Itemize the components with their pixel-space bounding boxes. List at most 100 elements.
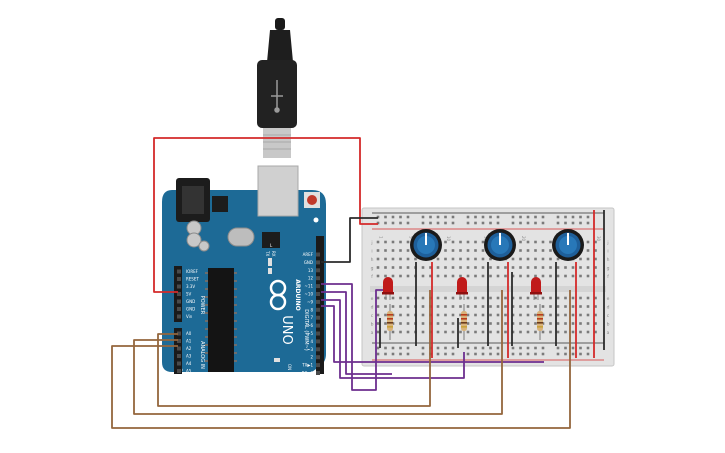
usb-cable xyxy=(257,18,297,158)
red-led[interactable] xyxy=(456,277,468,300)
row-letter: d xyxy=(371,305,374,311)
pin-label: ~6 xyxy=(307,323,313,328)
resistor[interactable] xyxy=(461,304,467,340)
pin-label: ~5 xyxy=(307,331,313,336)
row-letter: i xyxy=(371,249,372,255)
row-letter: i xyxy=(607,249,608,255)
pin-label: GND xyxy=(186,299,195,304)
pin-socket[interactable] xyxy=(316,371,320,375)
red-led[interactable] xyxy=(530,277,542,300)
pin-label: RESET xyxy=(186,277,199,282)
pin-socket[interactable] xyxy=(316,268,320,273)
row-letter: b xyxy=(607,322,610,328)
pin-socket[interactable] xyxy=(177,292,181,296)
row-letter: e xyxy=(607,297,610,302)
pin-label: 2 xyxy=(310,355,313,360)
pin-socket[interactable] xyxy=(177,331,181,336)
analog-wire-brown-2[interactable] xyxy=(133,290,503,415)
row-letter: e xyxy=(371,297,374,302)
pin-socket[interactable] xyxy=(316,307,320,312)
analog-wire-brown-1[interactable] xyxy=(157,290,431,407)
digital-pin-header[interactable] xyxy=(316,236,324,374)
tx-led-label: TX xyxy=(265,250,270,256)
pin-label: TX▶1 xyxy=(301,363,313,368)
pin-socket[interactable] xyxy=(177,284,181,289)
pin-socket[interactable] xyxy=(316,299,320,304)
pin-socket[interactable] xyxy=(316,347,320,352)
column-number: 5 xyxy=(409,236,414,239)
pin-socket[interactable] xyxy=(316,355,320,360)
pin-socket[interactable] xyxy=(316,292,320,296)
row-letter: b xyxy=(371,322,374,328)
row-letter: f xyxy=(607,274,609,280)
rx-led-label: RX xyxy=(271,251,276,257)
pin-label: RX◀0 xyxy=(302,371,314,376)
arduino-logo-icon xyxy=(269,279,287,311)
pin-socket[interactable] xyxy=(177,314,181,319)
arduino-model-label: UNO xyxy=(279,315,294,344)
row-letter: a xyxy=(371,331,374,336)
pin-label: ~9 xyxy=(307,299,313,304)
potentiometer[interactable] xyxy=(552,229,584,261)
signal-wire-purple-4[interactable] xyxy=(321,305,544,363)
pin-socket[interactable] xyxy=(316,331,320,336)
pin-socket[interactable] xyxy=(316,252,320,257)
pin-socket[interactable] xyxy=(316,315,320,320)
arduino-uno-board[interactable]: ARDUINO UNO DIGITAL (PWM~) POWER ANALOG … xyxy=(162,165,326,376)
pin-label: A1 xyxy=(186,339,192,344)
pin-label: 13 xyxy=(308,268,314,273)
pin-socket[interactable] xyxy=(177,269,181,274)
column-number: 1 xyxy=(379,236,384,239)
power-header-label: POWER xyxy=(199,296,205,315)
resistor[interactable] xyxy=(537,304,543,340)
analog-wire-brown-3[interactable] xyxy=(111,290,571,429)
resistor[interactable] xyxy=(387,304,393,340)
pin-label: 3.3V xyxy=(186,284,195,289)
red-led[interactable] xyxy=(382,277,394,300)
pin-socket[interactable] xyxy=(177,346,181,351)
signal-wire-purple-2[interactable] xyxy=(321,291,392,375)
pin-label: A3 xyxy=(186,354,192,359)
row-letter: g xyxy=(371,267,374,272)
pin-socket[interactable] xyxy=(177,277,181,281)
pin-label: A2 xyxy=(186,346,192,351)
pin-socket[interactable] xyxy=(177,361,181,366)
pin-label: 4 xyxy=(310,339,313,344)
pin-label: A5 xyxy=(186,369,192,374)
analog-header-label: ANALOG IN xyxy=(199,341,205,369)
pin-socket[interactable] xyxy=(316,339,320,344)
ground-wire-black[interactable] xyxy=(321,217,378,263)
column-number: 30 xyxy=(596,236,601,242)
pin-label: ~3 xyxy=(307,347,313,352)
pin-socket[interactable] xyxy=(316,260,320,265)
pin-label: A4 xyxy=(186,361,192,366)
pin-label: Vin xyxy=(186,314,193,319)
row-letter: c xyxy=(371,314,374,319)
pin-socket[interactable] xyxy=(177,299,181,304)
analog-pin-header[interactable] xyxy=(174,328,182,374)
pin-socket[interactable] xyxy=(316,363,320,368)
pin-socket[interactable] xyxy=(316,276,320,281)
pin-socket[interactable] xyxy=(177,369,181,373)
pin-label: ~10 xyxy=(305,292,314,297)
digital-header-label: DIGITAL (PWM~) xyxy=(303,309,309,351)
pin-socket[interactable] xyxy=(177,307,181,311)
pin-socket[interactable] xyxy=(177,354,181,358)
pin-socket[interactable] xyxy=(316,323,320,328)
row-letter: c xyxy=(607,314,610,319)
pin-label: IOREF xyxy=(186,269,199,274)
signal-wire-purple-3[interactable] xyxy=(321,299,465,379)
signal-wire-purple-1[interactable] xyxy=(321,283,390,391)
potentiometer[interactable] xyxy=(484,229,516,261)
row-letter: g xyxy=(607,267,610,272)
pin-socket[interactable] xyxy=(177,339,181,343)
potentiometer[interactable] xyxy=(410,229,442,261)
pin-socket[interactable] xyxy=(316,284,320,289)
on-led-label: ON xyxy=(287,364,292,370)
power-wire-red[interactable] xyxy=(153,137,378,293)
